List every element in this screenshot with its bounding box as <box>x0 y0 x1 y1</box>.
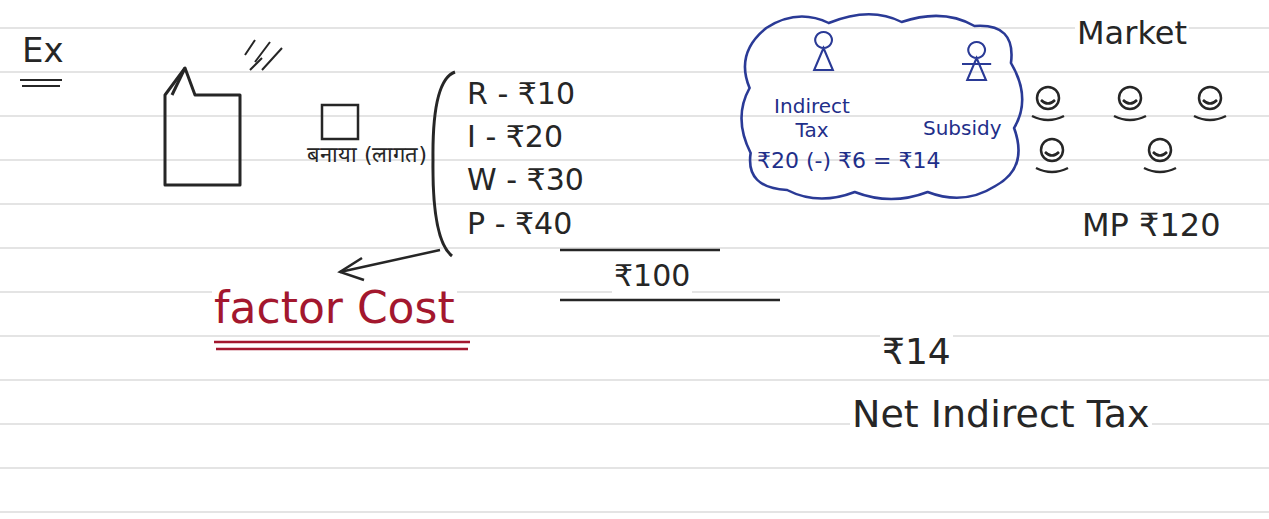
total-value: ₹100 <box>612 258 692 294</box>
interest-item: I - ₹20 <box>465 119 565 155</box>
subsidy-label: Subsidy <box>923 116 1002 140</box>
bracket <box>433 72 455 256</box>
indirect-tax-label: Indirect Tax <box>757 94 867 142</box>
page-title: Ex <box>20 30 66 71</box>
red-underline <box>214 342 470 349</box>
factory-drawing <box>165 40 282 185</box>
sum-line <box>560 299 780 302</box>
pointer-arrow <box>340 250 440 280</box>
wages-item: W - ₹30 <box>465 162 586 198</box>
cloud-shape: Indirect Tax Subsidy ₹20 (-) ₹6 = ₹14 <box>735 8 1027 203</box>
stick-figures <box>814 32 991 80</box>
title-underline <box>20 80 62 86</box>
net-value: ₹14 <box>880 330 953 373</box>
ruled-lines <box>0 28 1269 512</box>
profit-item: P - ₹40 <box>465 206 574 242</box>
calc-text: ₹20 (-) ₹6 = ₹14 <box>757 148 941 174</box>
customer-faces <box>1032 87 1226 172</box>
market-label: Market <box>1075 14 1189 52</box>
net-indirect-tax-label: Net Indirect Tax <box>850 392 1152 438</box>
sum-line <box>560 249 720 252</box>
factor-cost-label: factor Cost <box>212 282 457 335</box>
hindi-note: बनाया (लागत) <box>300 142 434 168</box>
product-square <box>322 105 358 139</box>
market-price: MP ₹120 <box>1080 206 1223 244</box>
rent-item: R - ₹10 <box>465 76 577 112</box>
